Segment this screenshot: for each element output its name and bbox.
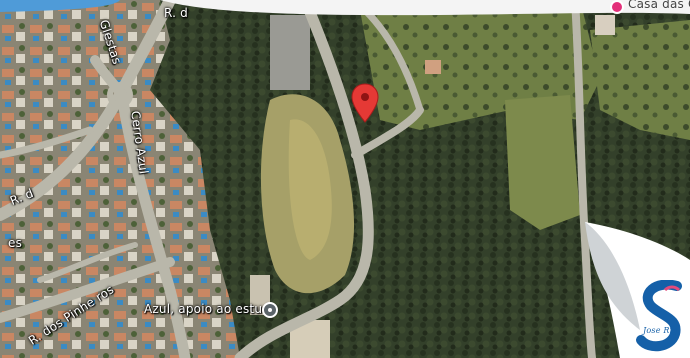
place-label[interactable]: Casa das O [628,0,690,11]
street-label-side: es [8,236,23,250]
clearing-inner [288,119,332,261]
place-marker-icon[interactable] [610,0,624,14]
poi-label[interactable]: Azul, apoio ao estudo [144,302,278,316]
page-curl-shadow [585,222,640,330]
street-label-top: R. d [164,6,188,20]
parking-lot [270,15,310,90]
building-top-right [595,15,615,35]
brand-logo [636,280,682,352]
field-far-right [590,20,690,140]
roundabout [107,82,133,108]
urban-zone-left [0,0,240,358]
top-band [160,0,690,16]
road-network [0,0,596,358]
logo-wordmark: Jose Rig [643,326,678,335]
poi-marker-icon[interactable] [262,302,278,318]
field-mid-right [505,95,580,230]
building-top [425,60,441,74]
banner-corner [0,0,120,12]
location-pin-icon[interactable] [351,83,379,123]
logo-text: Jose Rig [643,318,690,348]
